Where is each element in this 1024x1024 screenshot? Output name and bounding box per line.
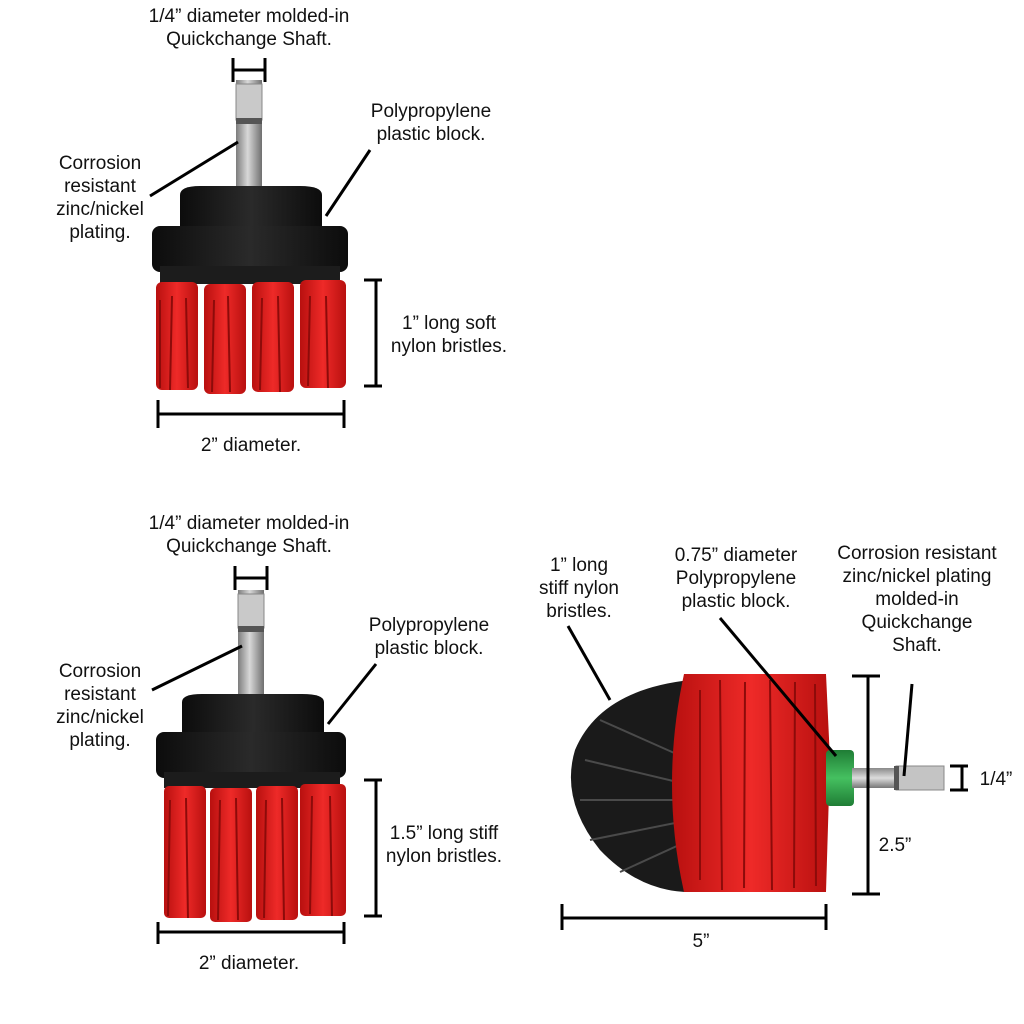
cone-height-dim-label: 2.5” xyxy=(878,835,912,856)
cone-brush-image xyxy=(570,674,945,892)
dimension-lines xyxy=(149,58,968,944)
cone-brush-collar xyxy=(826,750,854,806)
stiff-diameter-label: 2” diameter. xyxy=(198,953,300,974)
soft-brush-upper-block xyxy=(180,186,322,228)
cone-brush-red-bristles xyxy=(672,674,830,892)
cone-shaft-dim-label: 1/4” xyxy=(979,769,1013,790)
stiff-brush-upper-block xyxy=(182,694,324,736)
soft-brush-lower-block xyxy=(152,226,348,272)
stiff-brush-lower-block xyxy=(156,732,346,778)
stiff-brush-bristles xyxy=(164,784,346,922)
cone-brush-black-bristles xyxy=(570,680,690,892)
stiff-brush-image xyxy=(156,590,346,922)
soft-diameter-label: 2” diameter. xyxy=(200,435,302,456)
soft-brush-image xyxy=(152,80,348,394)
soft-brush-bristles xyxy=(156,280,346,394)
cone-length-dim-label: 5” xyxy=(692,931,710,952)
